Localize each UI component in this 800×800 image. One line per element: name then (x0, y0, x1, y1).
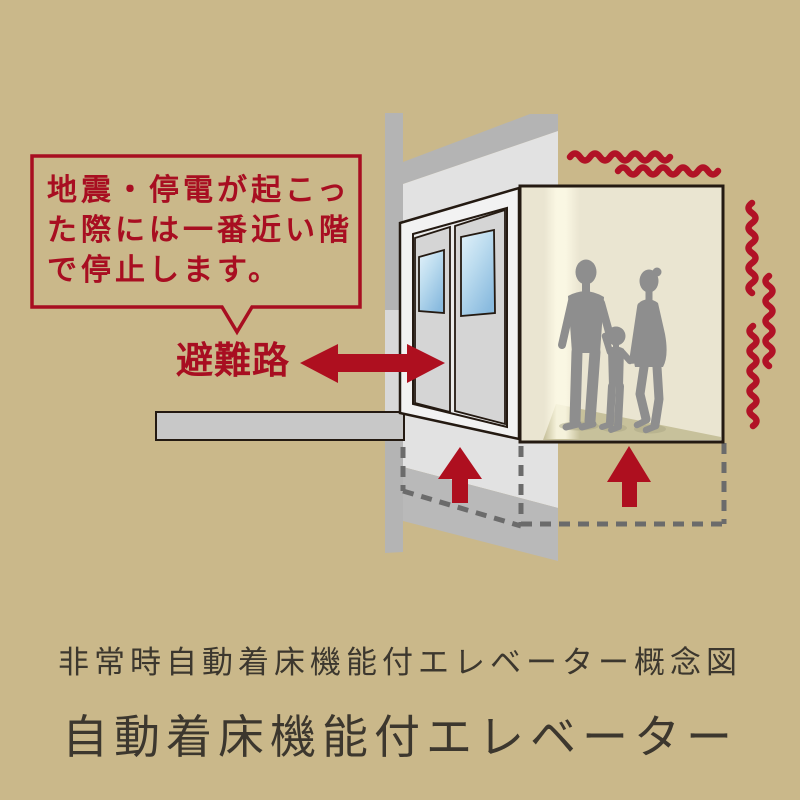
door-window (460, 228, 496, 317)
wall-top-edge (403, 114, 558, 184)
floor-slab (155, 411, 405, 441)
diagram-caption: 非常時自動着床機能付エレベーター概念図 (58, 645, 742, 680)
callout-text: 地震・停電が起こっ た際には一番近い階 で停止します。 (47, 171, 353, 291)
callout-line: 地震・停電が起こっ (47, 174, 351, 207)
up-arrow-icon (438, 447, 482, 503)
evacuation-double-arrow-icon (300, 344, 445, 383)
evacuation-route-label: 避難路 (176, 341, 290, 382)
shake-lines-horizontal-icon (566, 150, 722, 178)
previous-position-dashed-outline (400, 443, 727, 529)
mother-silhouette (629, 267, 667, 434)
up-arrow-icon (607, 446, 651, 507)
elevator-doors (398, 186, 521, 441)
child-silhouette (599, 326, 634, 433)
callout-box (30, 154, 362, 336)
father-silhouette (558, 259, 613, 431)
callout-line: た際には一番近い階 (47, 214, 353, 247)
door-window (418, 248, 445, 314)
callout-line: で停止します。 (47, 254, 282, 287)
shake-lines-vertical-icon (745, 199, 776, 430)
cab-interior (518, 184, 725, 444)
up-arrows (438, 446, 651, 507)
family-silhouette (558, 259, 667, 434)
page-title: 自動着床機能付エレベーター (62, 712, 738, 763)
